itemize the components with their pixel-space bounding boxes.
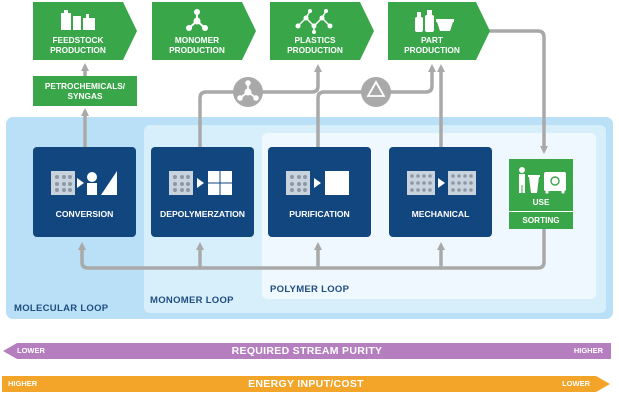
purification-box: PURIFICATION xyxy=(268,147,371,237)
depolymerization-icon xyxy=(169,171,232,195)
energy-left-label: HIGHER xyxy=(8,379,38,388)
purification-label: PURIFICATION xyxy=(289,209,350,219)
monomer-production-step: MONOMER PRODUCTION xyxy=(152,2,256,60)
energy-center-label: ENERGY INPUT/COST xyxy=(248,378,364,390)
purity-arrow-shape xyxy=(3,343,611,359)
petrochemicals-syngas-box: PETROCHEMICALS/ SYNGAS xyxy=(33,76,137,106)
depolymerization-label: DEPOLYMERZATION xyxy=(160,209,245,219)
feedstock-production-label: FEEDSTOCK PRODUCTION xyxy=(50,35,106,55)
energy-right-label: LOWER xyxy=(562,379,590,388)
use-label: USE xyxy=(532,198,550,207)
arrow-sorting-return xyxy=(78,227,546,270)
polymer-chain-icon xyxy=(270,8,360,34)
mechanical-box: MECHANICAL xyxy=(389,147,492,237)
use-icon xyxy=(519,167,566,194)
mechanical-icon xyxy=(407,171,476,195)
energy-input-cost-bar: HIGHER ENERGY INPUT/COST LOWER xyxy=(2,376,610,392)
molecule-icon xyxy=(152,8,242,34)
energy-arrow-shape xyxy=(2,376,610,392)
recycle-badge-icon xyxy=(361,77,391,107)
monomer-loop-label: MONOMER LOOP xyxy=(150,295,234,306)
use-sorting-box: USE SORTING xyxy=(509,159,573,229)
molecular-loop-label: MOLECULAR LOOP xyxy=(14,303,109,314)
arrow-depolymerization-to-plastics xyxy=(198,64,322,149)
plastics-production-step: PLASTICS PRODUCTION xyxy=(270,2,374,60)
monomer-production-label: MONOMER PRODUCTION xyxy=(169,35,225,55)
petrochemicals-syngas-label: PETROCHEMICALS/ SYNGAS xyxy=(44,81,126,101)
polymer-loop-label: POLYMER LOOP xyxy=(270,284,350,295)
feedstock-icon xyxy=(33,8,123,34)
plastics-production-label: PLASTICS PRODUCTION xyxy=(287,35,343,55)
sorting-label: SORTING xyxy=(509,211,573,230)
monomer-badge-icon xyxy=(233,77,263,107)
conversion-box: CONVERSION xyxy=(33,147,136,237)
part-production-label: PART PRODUCTION xyxy=(404,35,460,55)
part-production-step: PART PRODUCTION xyxy=(388,2,490,60)
conversion-label: CONVERSION xyxy=(55,209,114,219)
feedstock-production-step: FEEDSTOCK PRODUCTION xyxy=(33,2,137,60)
purity-center-label: REQUIRED STREAM PURITY xyxy=(231,345,383,357)
required-stream-purity-bar: LOWER REQUIRED STREAM PURITY HIGHER xyxy=(3,343,611,359)
purity-right-label: HIGHER xyxy=(573,346,603,355)
depolymerization-box: DEPOLYMERZATION xyxy=(151,147,254,237)
purification-icon xyxy=(286,171,349,195)
bottles-icon xyxy=(388,8,478,34)
mechanical-label: MECHANICAL xyxy=(411,209,470,219)
purity-left-label: LOWER xyxy=(17,346,45,355)
conversion-icon xyxy=(51,171,117,195)
arrow-part-to-use xyxy=(488,29,548,154)
